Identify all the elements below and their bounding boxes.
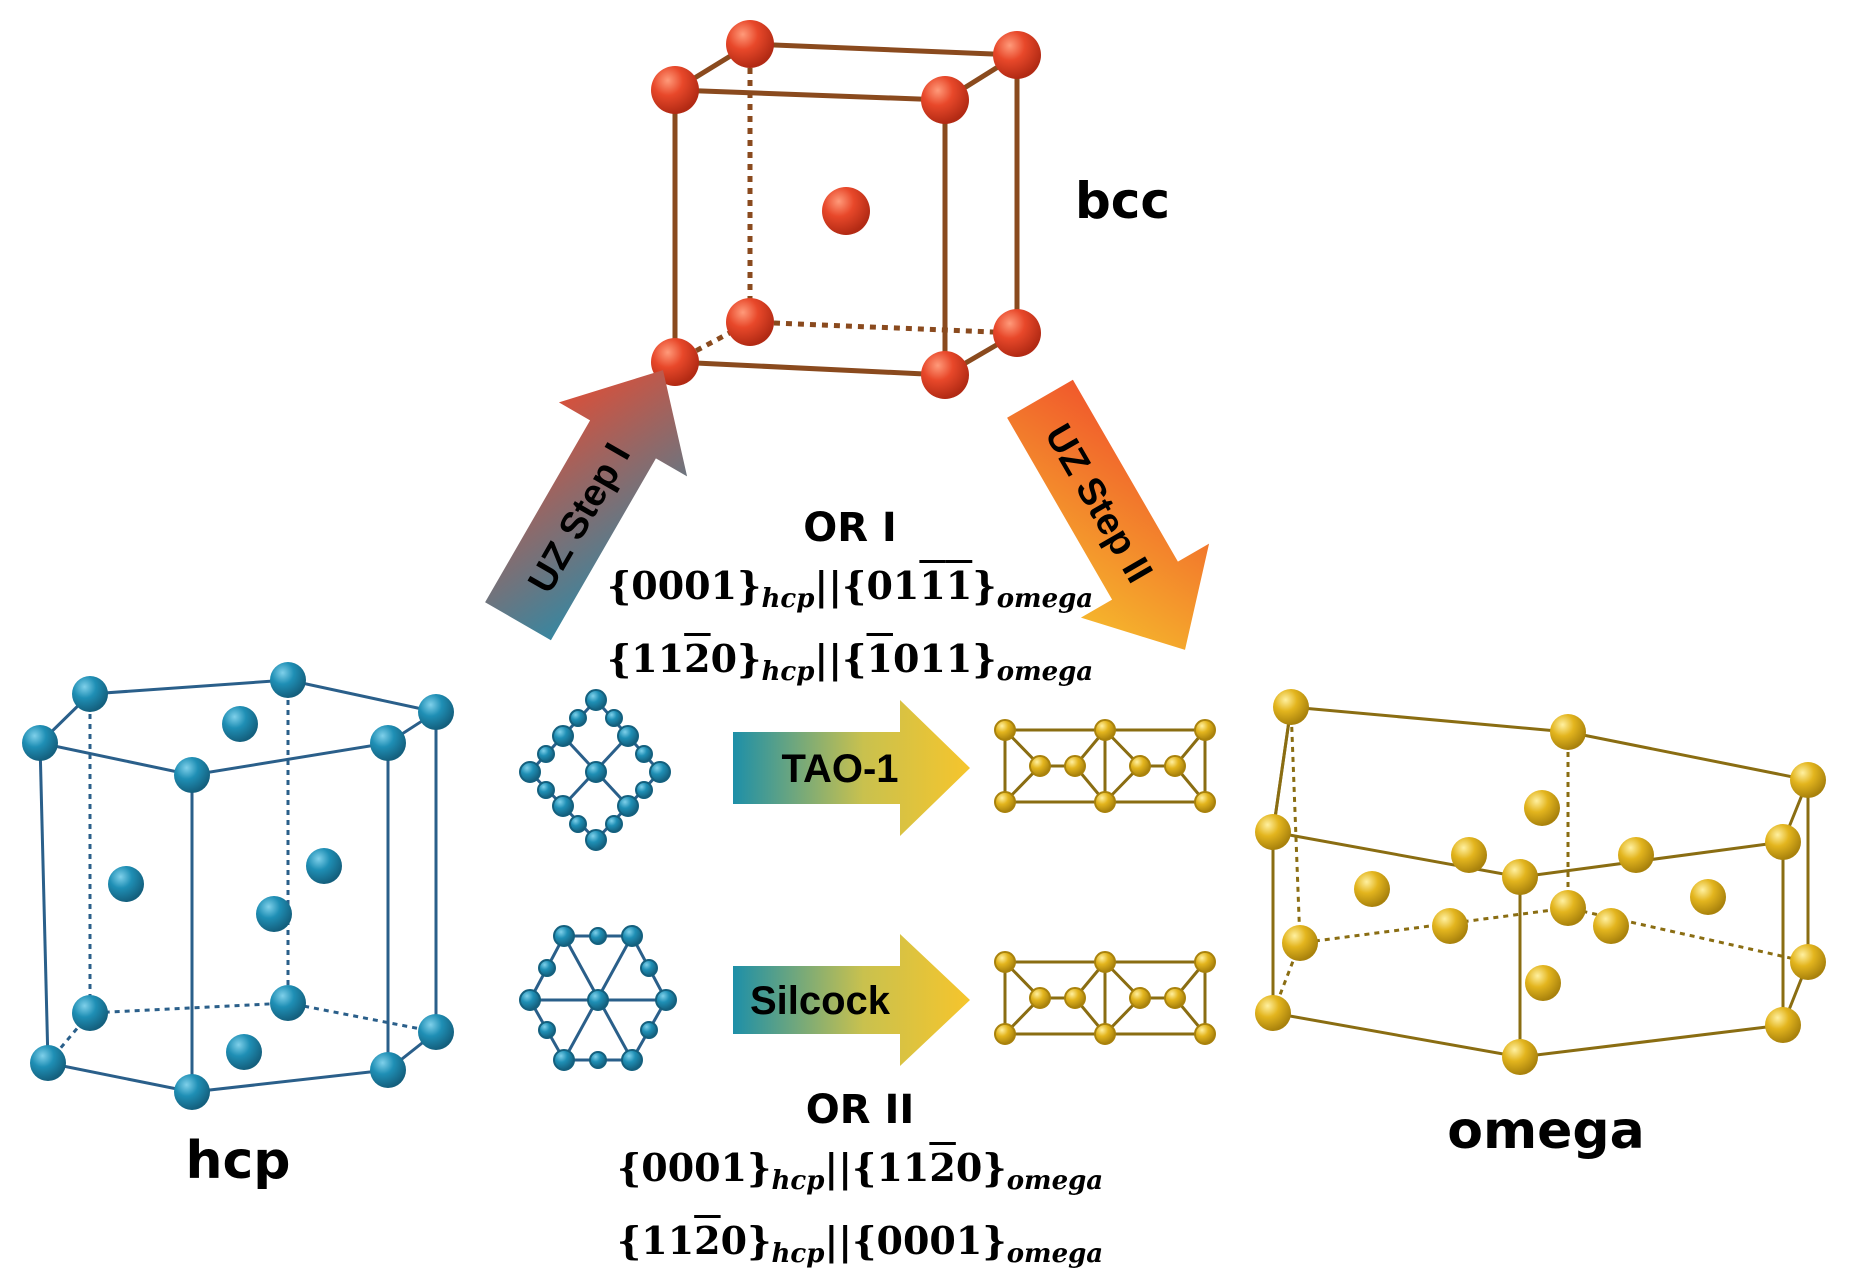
omega-projection-bottom-atoms: [994, 951, 1216, 1045]
omega-label: omega: [1447, 1101, 1645, 1161]
bcc-front-face: [672, 87, 948, 378]
or1-title: OR I: [803, 505, 897, 551]
omega-atoms: [1255, 689, 1826, 1075]
bcc-atom: [993, 31, 1041, 79]
silcock-label: Silcock: [750, 979, 891, 1023]
tao1-arrow: TAO-1: [733, 700, 970, 836]
bcc-atoms: [651, 20, 1041, 399]
bcc-atom: [726, 20, 774, 68]
bcc-atom: [921, 351, 969, 399]
silcock-arrow: Silcock: [733, 934, 970, 1066]
bcc-label: bcc: [1075, 172, 1170, 230]
or1-line-1: {0001}hcp||{0111}omega: [606, 563, 1094, 614]
hcp-projection-square-atoms: [519, 689, 671, 851]
bcc-center-atom: [822, 187, 870, 235]
or1-line-2: {1120}hcp||{1011}omega: [606, 636, 1094, 687]
bcc-atom: [921, 76, 969, 124]
or2-line-1: {0001}hcp||{1120}omega: [616, 1145, 1104, 1196]
hcp-hidden-edges: [46, 680, 437, 1064]
bcc-atom: [726, 298, 774, 346]
bcc-atom: [993, 309, 1041, 357]
hcp-atoms: [22, 662, 454, 1110]
or2-block: OR II {0001}hcp||{1120}omega {1120}hcp||…: [580, 1082, 1140, 1284]
or2-title: OR II: [805, 1087, 915, 1133]
bcc-atom: [651, 66, 699, 114]
omega-unit-cell: [1271, 705, 1811, 1059]
omega-projection-top-atoms: [994, 719, 1216, 813]
tao1-label: TAO-1: [781, 747, 898, 791]
hcp-label: hcp: [185, 1131, 290, 1191]
or1-block: OR I {0001}hcp||{0111}omega {1120}hcp||{…: [580, 500, 1120, 702]
or2-line-2: {1120}hcp||{0001}omega: [616, 1218, 1104, 1269]
hcp-projection-hexagon-atoms: [519, 925, 677, 1071]
